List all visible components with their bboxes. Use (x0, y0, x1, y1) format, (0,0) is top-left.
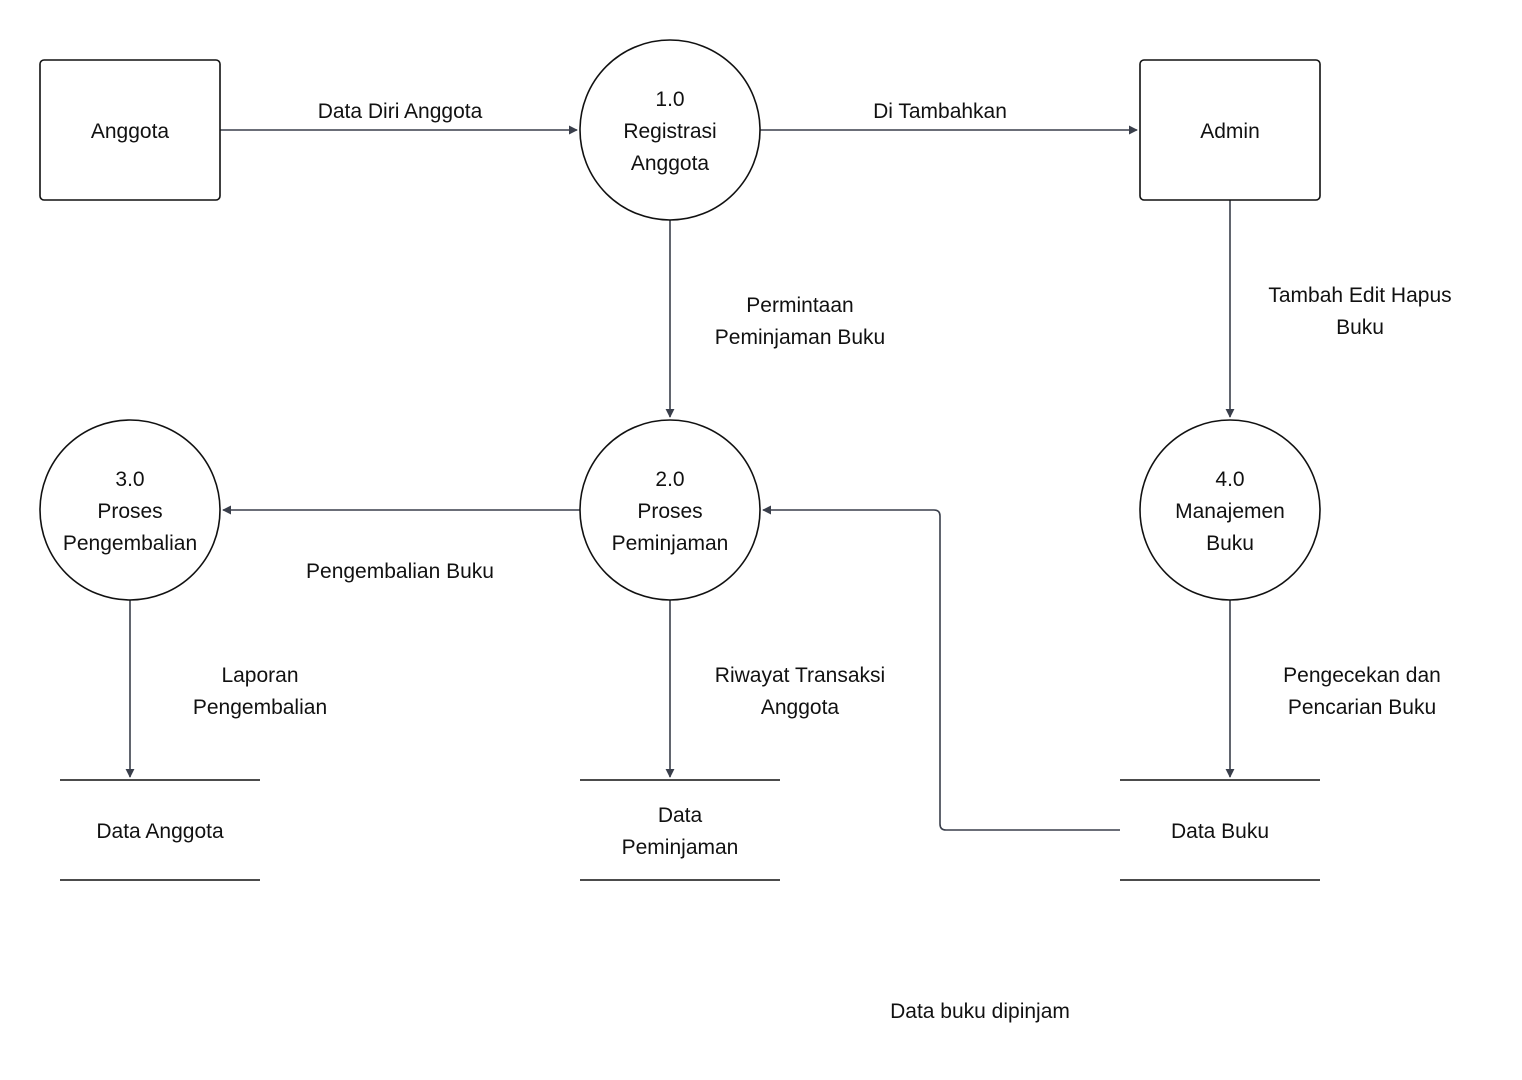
process-4-line2: Buku (1206, 532, 1254, 555)
process-1-number: 1.0 (655, 88, 684, 111)
entity-anggota: Anggota (39, 59, 221, 201)
process-registrasi-anggota: 1.0 Registrasi Anggota (579, 39, 761, 221)
process-4-line1: Manajemen (1175, 500, 1285, 523)
label-pengembalian-buku: Pengembalian Buku (306, 560, 494, 583)
process-1-line1: Registrasi (623, 120, 716, 143)
entity-anggota-box (39, 59, 221, 201)
process-2-line2: Peminjaman (612, 532, 729, 555)
process-4-circle (1139, 419, 1321, 601)
entity-anggota-label: Anggota (91, 120, 170, 143)
process-4-number: 4.0 (1215, 468, 1244, 491)
store-data-peminjaman-line2: Peminjaman (622, 836, 739, 859)
label-laporan-line2: Pengembalian (193, 696, 327, 719)
process-3-circle (39, 419, 221, 601)
entity-admin: Admin (1139, 59, 1321, 201)
label-tambah-edit-hapus-line1: Tambah Edit Hapus (1268, 284, 1451, 307)
store-data-buku (1120, 779, 1320, 881)
entity-admin-label: Admin (1200, 120, 1260, 143)
label-permintaan-line2: Peminjaman Buku (715, 326, 885, 349)
store-data-peminjaman-line1: Data (658, 804, 703, 827)
label-tambah-edit-hapus-line2: Buku (1336, 316, 1384, 339)
process-3-line2: Pengembalian (63, 532, 197, 555)
label-laporan-line1: Laporan (221, 664, 298, 687)
process-1-circle (579, 39, 761, 221)
label-di-tambahkan: Di Tambahkan (873, 100, 1007, 123)
store-data-anggota (60, 779, 260, 881)
flow-data-buku-to-peminjaman (762, 505, 1120, 831)
process-3-number: 3.0 (115, 468, 144, 491)
process-2-number: 2.0 (655, 468, 684, 491)
label-data-buku-dipinjam: Data buku dipinjam (890, 1000, 1070, 1023)
store-data-peminjaman (580, 779, 780, 881)
process-3-line1: Proses (97, 500, 162, 523)
label-riwayat-line2: Anggota (761, 696, 840, 719)
entity-admin-box (1139, 59, 1321, 201)
store-data-buku-label: Data Buku (1171, 820, 1269, 843)
process-2-circle (579, 419, 761, 601)
store-data-anggota-label: Data Anggota (96, 820, 224, 843)
process-proses-peminjaman: 2.0 Proses Peminjaman (579, 419, 761, 601)
process-2-line1: Proses (637, 500, 702, 523)
process-manajemen-buku: 4.0 Manajemen Buku (1139, 419, 1321, 601)
label-pengecekan-line2: Pencarian Buku (1288, 696, 1436, 719)
label-riwayat-line1: Riwayat Transaksi (715, 664, 885, 687)
label-data-diri-anggota: Data Diri Anggota (318, 100, 483, 123)
process-1-line2: Anggota (631, 152, 710, 175)
label-pengecekan-line1: Pengecekan dan (1283, 664, 1441, 687)
label-permintaan-line1: Permintaan (746, 294, 853, 317)
process-proses-pengembalian: 3.0 Proses Pengembalian (39, 419, 221, 601)
